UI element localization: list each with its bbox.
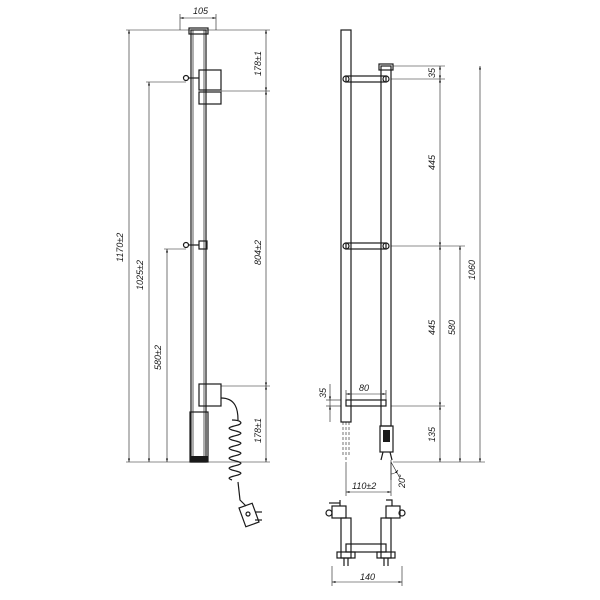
side-heater (379, 425, 394, 453)
plan-crossbar (345, 543, 387, 553)
dim-top-segment: 178±1 (253, 51, 263, 76)
plan-right-clamp (385, 505, 401, 519)
dim-side-mid-height: 580 (447, 320, 457, 335)
front-dimensions: 105 1170±2 1025±2 580±2 178±1 804±2 178±… (115, 6, 270, 463)
side-crossbar-mid (345, 242, 387, 250)
dim-side-bottom-offset: 135 (427, 426, 437, 442)
dim-height-mid-mount: 580±2 (153, 345, 163, 370)
side-dimensions: 35 445 445 135 580 1060 35 80 110±2 (318, 65, 485, 496)
front-lower-bracket (198, 383, 222, 407)
dim-width-top: 105 (193, 6, 209, 16)
side-rear-tube (340, 29, 352, 423)
dim-height-total: 1170±2 (115, 233, 125, 262)
dim-side-total-height: 1060 (467, 260, 477, 280)
front-top-cap (188, 27, 209, 35)
front-upper-bracket (198, 69, 222, 91)
front-cable-coil (228, 419, 242, 481)
dim-side-lower-span: 445 (427, 319, 437, 335)
plug-icon (238, 502, 262, 528)
dim-side-wall-offset: 110±2 (352, 481, 376, 491)
dim-side-depth: 80 (359, 383, 369, 393)
front-upper-bracket-plate (198, 91, 222, 105)
dim-height-lower-mount: 1025±2 (135, 260, 145, 290)
dim-plan-width: 140 (360, 572, 375, 582)
side-crossbar-top (345, 75, 387, 83)
dim-side-top-gap: 35 (427, 67, 437, 78)
plan-left-clamp (331, 505, 347, 519)
dim-mid-segment: 804±2 (253, 240, 263, 265)
side-view (340, 29, 394, 462)
front-view (182, 27, 262, 528)
dim-side-bottom-gap: 35 (318, 387, 328, 398)
front-cable (220, 397, 239, 421)
dim-side-angle: 20° (397, 474, 407, 489)
dim-side-upper-span: 445 (427, 154, 437, 170)
side-crossbar-bottom (345, 399, 387, 407)
plan-view: 140 (325, 499, 406, 586)
dim-bottom-segment: 178±1 (253, 418, 263, 443)
